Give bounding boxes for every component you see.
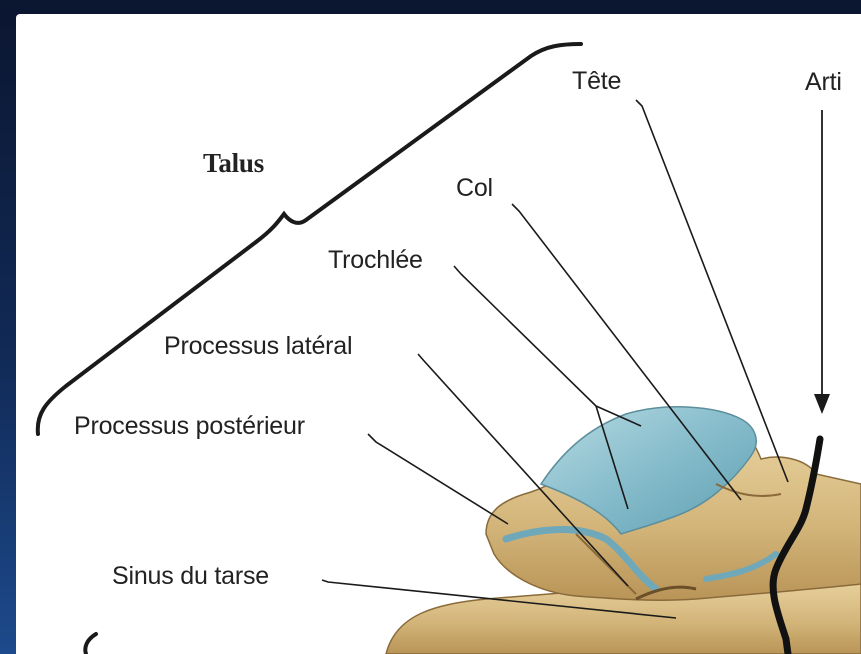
leader-trochlee	[454, 266, 596, 406]
tete-label: Tête	[572, 67, 621, 96]
processus-lateral-label: Processus latéral	[164, 332, 352, 361]
talus-label: Talus	[203, 148, 264, 179]
articulation-arrow	[814, 110, 830, 414]
col-label: Col	[456, 174, 493, 203]
illustration-panel: Talus Tête Col Trochlée Processus latéra…	[16, 14, 861, 654]
talus-brace	[38, 44, 581, 434]
anatomy-illustration	[16, 14, 861, 654]
lower-brace	[85, 634, 96, 654]
sinus-du-tarse-label: Sinus du tarse	[112, 562, 269, 591]
leader-processus-posterieur	[368, 434, 508, 524]
trochlee-label: Trochlée	[328, 246, 423, 275]
articulation-label-cut: Arti	[805, 68, 842, 97]
processus-posterieur-label: Processus postérieur	[74, 412, 305, 441]
